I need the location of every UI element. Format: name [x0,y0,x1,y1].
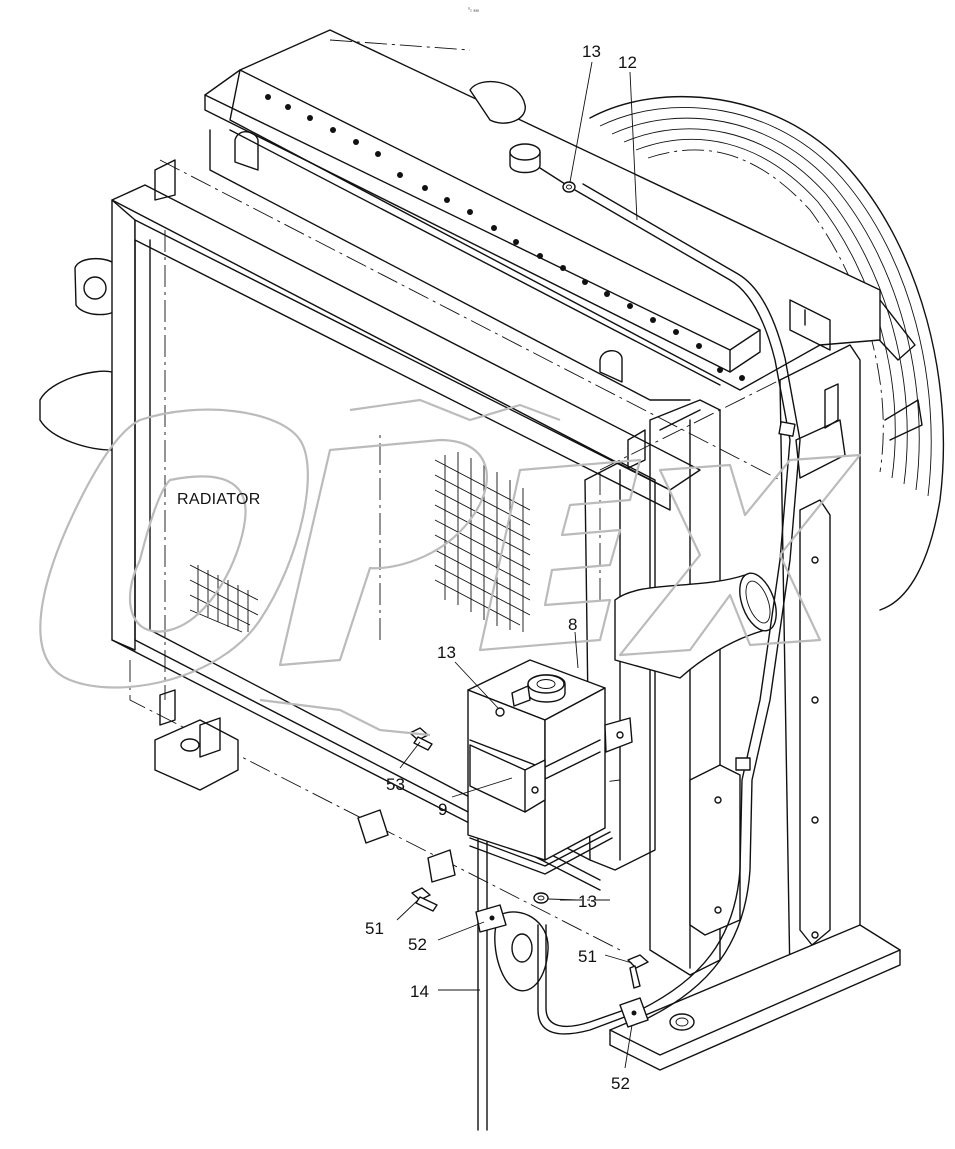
core-fins [189,452,531,633]
fan-assembly [589,96,945,611]
tank-bracket [469,744,546,813]
tank-flange-bolts [265,94,745,381]
callout-8: 8 [568,615,577,634]
radiator-front-frame [111,159,721,976]
rear-radiator-core [204,29,881,401]
clamp-52-left [475,904,507,933]
callout-52-right: 52 [611,1074,630,1093]
callout-53: 53 [386,775,405,794]
bolt-51-right [627,954,649,989]
lower-hose [537,924,631,1035]
washer-13-lower [533,892,549,904]
leader-lines [396,61,638,1069]
side-support [689,344,861,981]
left-mount-ear [39,257,119,451]
clamp-52-right [619,997,649,1028]
washer-13-upper [562,181,576,193]
callout-9: 9 [438,800,447,819]
corner-mark: ⁰₂ ₐₐₐ [468,7,479,13]
hose-12 [574,183,801,1023]
watermark [39,398,862,737]
callout-12: 12 [618,53,637,72]
callout-13-tank: 13 [437,643,456,662]
radiator-label: RADIATOR [177,491,261,508]
callout-52-left: 52 [408,935,427,954]
bolt-53 [409,727,433,751]
callout-13-lower: 13 [578,892,597,911]
outlet-pipe [614,572,777,679]
bolt-51-left [411,887,438,912]
callout-51-right: 51 [578,947,597,966]
base-frame [154,689,901,1071]
callout-14: 14 [410,982,429,1001]
callout-51-left: 51 [365,919,384,938]
callout-13-upper: 13 [582,42,601,61]
